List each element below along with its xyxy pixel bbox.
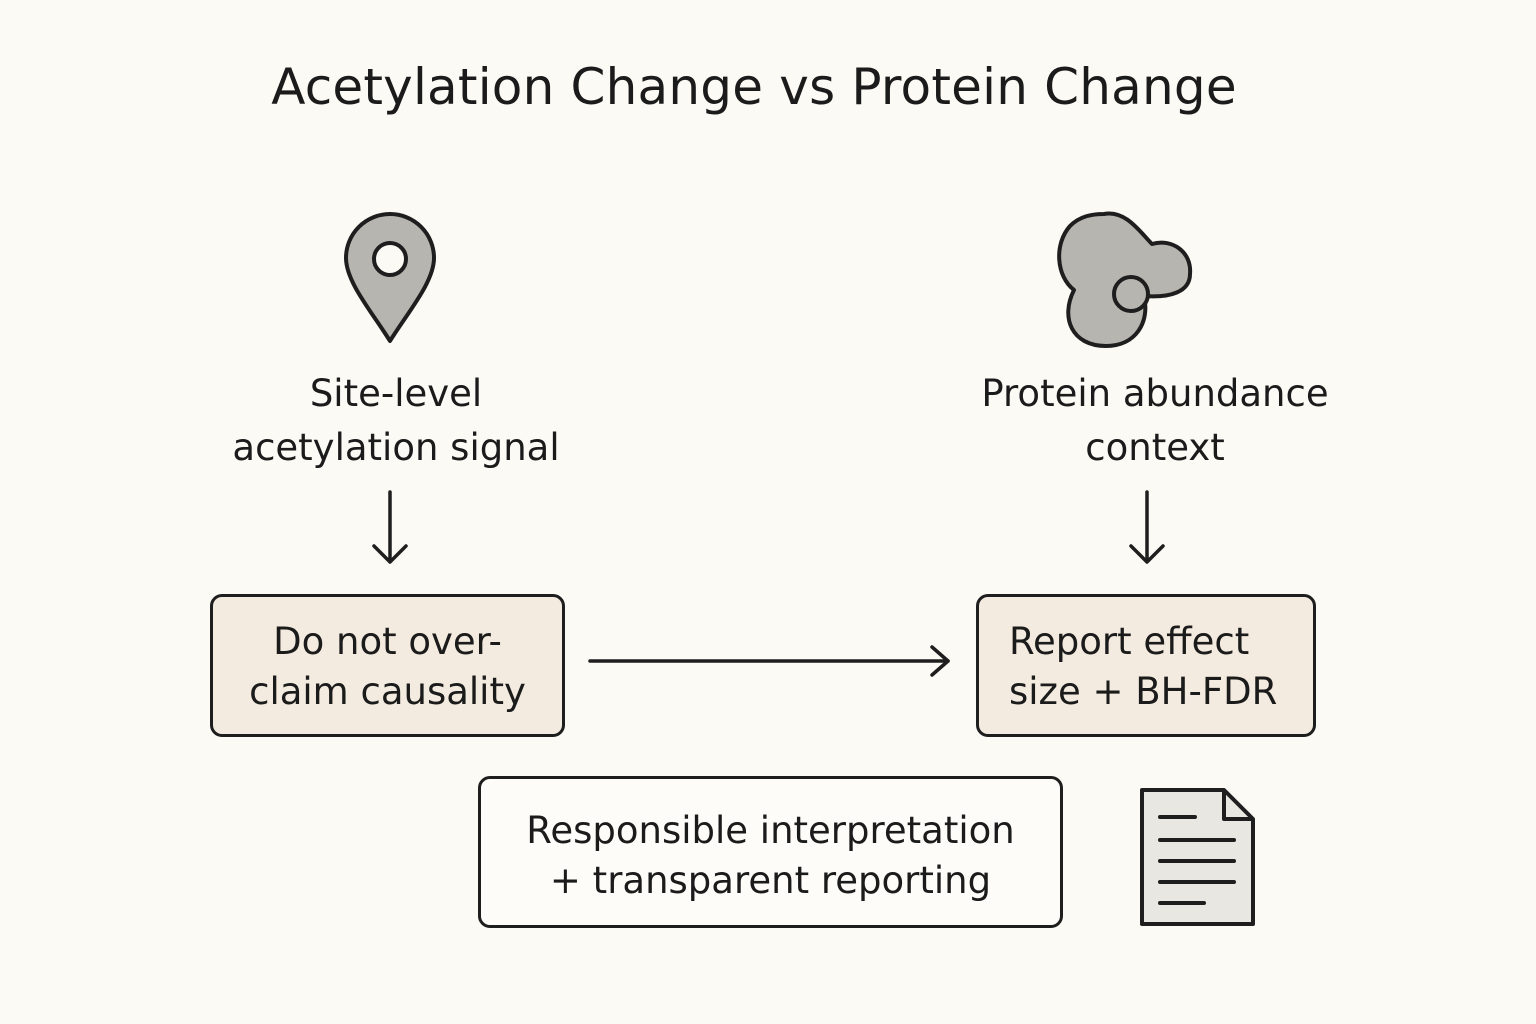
box-line: + transparent reporting: [549, 859, 992, 902]
box-line: Do not over-: [273, 620, 502, 663]
caption-line: Protein abundance: [981, 372, 1329, 415]
diagram-title: Acetylation Change vs Protein Change: [271, 58, 1237, 116]
caption-line: Site-level: [309, 372, 483, 415]
box-line: Responsible interpretation: [526, 809, 1015, 852]
protein-abundance-caption: Protein abundance context: [950, 367, 1360, 475]
caption-line: context: [1085, 426, 1225, 469]
responsible-interpretation-box: Responsible interpretation + transparent…: [478, 776, 1063, 928]
down-arrow-left: [372, 490, 408, 564]
box-line: claim causality: [249, 670, 526, 713]
effect-size-box: Report effect size + BH-FDR: [976, 594, 1316, 737]
location-pin-icon: [344, 212, 436, 343]
box-line: size + BH-FDR: [1009, 670, 1278, 713]
document-icon: [1140, 788, 1255, 926]
caption-line: acetylation signal: [232, 426, 560, 469]
down-arrow-right: [1129, 490, 1165, 564]
protein-blob-icon: [1057, 211, 1193, 348]
box-line: Report effect: [1009, 620, 1250, 663]
site-level-caption: Site-level acetylation signal: [196, 367, 596, 475]
causality-caution-box: Do not over- claim causality: [210, 594, 565, 737]
right-arrow: [588, 645, 950, 677]
